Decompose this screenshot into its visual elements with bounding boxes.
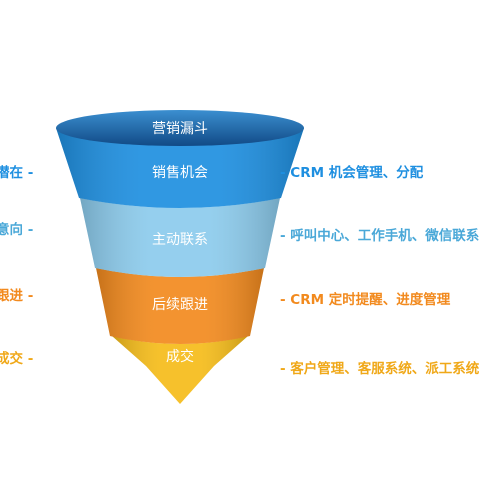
stage-deal: 成交 xyxy=(112,336,248,404)
stage-contact: 主动联系 xyxy=(80,198,280,277)
stage-contact-label: 主动联系 xyxy=(152,232,208,248)
right-label-call-center: - 呼叫中心、工作手机、微信联系 xyxy=(280,227,480,244)
funnel-title: 营销漏斗 xyxy=(152,121,208,137)
funnel-top-ellipse xyxy=(56,110,304,146)
right-label-crm-reminder: - CRM 定时提醒、进度管理 xyxy=(280,291,451,308)
stage-opportunity-label: 销售机会 xyxy=(152,165,208,181)
right-label-customer-mgmt: - 客户管理、客服系统、派工系统 xyxy=(280,360,480,377)
stage-followup: 后续跟进 xyxy=(96,268,264,344)
left-label-intent: 意向 - xyxy=(0,221,33,238)
stage-followup-label: 后续跟进 xyxy=(152,296,208,313)
stage-deal-label: 成交 xyxy=(166,348,194,365)
left-label-followup: 跟进 - xyxy=(0,288,33,304)
left-label-potential: 潜在 - xyxy=(0,164,33,181)
left-label-deal: 成交 - xyxy=(0,350,33,367)
stage-opportunity: 销售机会 xyxy=(56,128,304,208)
right-label-crm-opportunity: - CRM 机会管理、分配 xyxy=(280,164,424,181)
funnel-top: 营销漏斗 xyxy=(56,110,304,146)
